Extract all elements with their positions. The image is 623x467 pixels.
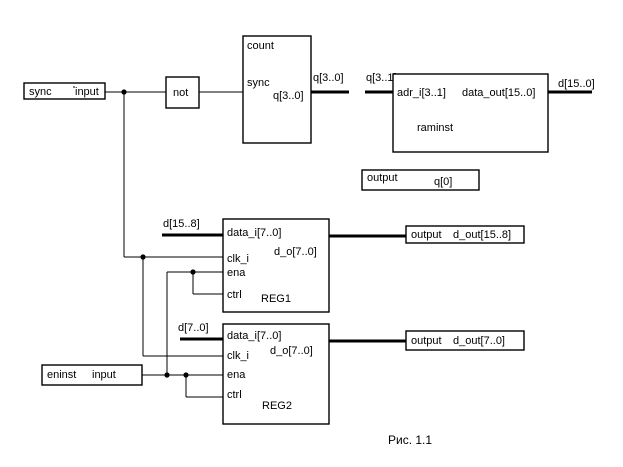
reg1-data-out-pin: d_o[7..0]: [274, 246, 317, 258]
ram-block[interactable]: [392, 73, 549, 153]
sync-input-port[interactable]: [23, 82, 106, 100]
junction-ctrl2: [183, 372, 189, 378]
output-hi-name: d_out[15..8]: [453, 229, 511, 241]
reg2-ctrl-pin: ctrl: [227, 389, 242, 401]
junction-sync: [121, 89, 127, 95]
reg1-data-in-pin: data_i[7..0]: [227, 227, 281, 239]
count-q-pin: q[3..0]: [273, 90, 304, 102]
reg2-instance-name: REG2: [262, 400, 292, 412]
d-hi-label: d[15..8]: [163, 218, 200, 230]
ram-instance-name: raminst: [417, 122, 453, 134]
not-gate[interactable]: [165, 76, 200, 109]
sync-port-name: sync: [29, 86, 52, 98]
ram-data-out-pin: data_out[15..0]: [462, 87, 535, 99]
q-sub-label: q[3..1]: [366, 72, 397, 84]
reg2-data-out-pin: d_o[7..0]: [270, 345, 313, 357]
eninst-input-port[interactable]: [41, 364, 143, 386]
output-q0-port[interactable]: [361, 169, 480, 191]
sync-port-type: input: [75, 86, 99, 98]
output-hi-port[interactable]: [405, 225, 525, 244]
count-title: count: [247, 40, 274, 52]
output-lo-name: d_out[7..0]: [453, 335, 505, 347]
reg2-ena-pin: ena: [227, 369, 246, 381]
output-lo-port[interactable]: [405, 330, 525, 351]
figure-caption: Рис. 1.1: [388, 433, 432, 447]
count-sync-pin: sync: [247, 77, 270, 89]
reg1-instance-name: REG1: [261, 293, 291, 305]
output-lo-type: output: [411, 335, 442, 347]
output-q0-name: q[0]: [434, 176, 452, 188]
d-bus-label: d[15..0]: [558, 78, 595, 90]
reg1-ena-pin: ena: [227, 267, 246, 279]
eninst-port-name: eninst: [47, 369, 76, 381]
reg2-block[interactable]: [222, 323, 330, 425]
junction-ena: [164, 372, 170, 378]
ram-adr-pin: adr_i[3..1]: [397, 87, 446, 99]
output-hi-type: output: [411, 229, 442, 241]
not-gate-label: not: [173, 87, 188, 99]
output-q0-type: output: [367, 172, 398, 184]
q-bus-label: q[3..0]: [313, 72, 344, 84]
reg2-clk-pin: clk_i: [227, 350, 249, 362]
reg1-ctrl-pin: ctrl: [227, 289, 242, 301]
d-lo-label: d[7..0]: [178, 322, 209, 334]
reg1-block[interactable]: [222, 218, 330, 313]
reg1-clk-pin: clk_i: [227, 253, 249, 265]
count-block[interactable]: [242, 35, 312, 144]
junction-ctrl1: [190, 269, 196, 275]
junction-clk: [140, 254, 146, 260]
reg2-data-in-pin: data_i[7..0]: [227, 330, 281, 342]
eninst-port-type: input: [92, 369, 116, 381]
